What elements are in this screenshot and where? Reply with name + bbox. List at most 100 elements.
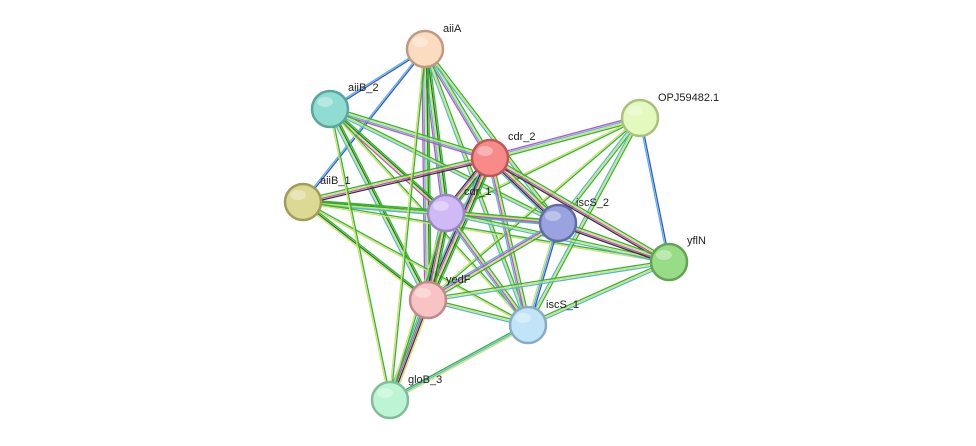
edge-line-green — [491, 156, 531, 326]
edge-yedF-yflN[interactable] — [427, 259, 670, 303]
node-label-OPJ59482.1: OPJ59482.1 — [658, 92, 719, 104]
edge-line-green — [428, 224, 560, 303]
edge-line-yellow — [328, 108, 390, 401]
node-highlight — [477, 146, 493, 156]
edge-aiiB_1-yflN[interactable] — [302, 200, 670, 264]
edge-iscS_1-gloB_3[interactable] — [388, 322, 530, 403]
edge-OPJ59482.1-yflN[interactable] — [638, 117, 671, 263]
node-yflN[interactable] — [649, 242, 689, 282]
node-cdr_1[interactable] — [426, 193, 466, 233]
node-circle[interactable] — [620, 98, 660, 138]
node-layer — [283, 29, 689, 420]
edge-OPJ59482.1-iscS_1[interactable] — [525, 116, 643, 327]
edge-line-yellow — [328, 108, 447, 215]
node-circle[interactable] — [470, 138, 510, 178]
edge-line-yellow — [445, 211, 530, 326]
node-circle[interactable] — [310, 89, 350, 129]
edge-line-green — [447, 210, 531, 325]
edge-line-darkgreen — [329, 107, 448, 214]
edge-line-magenta — [328, 110, 490, 161]
node-highlight — [515, 313, 531, 323]
node-OPJ59482.1[interactable] — [620, 98, 660, 138]
node-label-aiiB_1: aiiB_1 — [320, 175, 351, 187]
edge-iscS_2-yedF[interactable] — [426, 220, 560, 303]
edge-line-green — [558, 220, 671, 261]
edge-line-green — [301, 155, 491, 201]
node-highlight — [415, 288, 431, 298]
edge-line-yellow — [329, 107, 491, 158]
node-label-gloB_3: gloB_3 — [408, 374, 442, 386]
node-label-iscS_2: iscS_2 — [576, 197, 609, 209]
node-highlight — [656, 250, 672, 260]
edge-line-cyan — [423, 48, 490, 160]
node-circle[interactable] — [426, 193, 466, 233]
edge-aiiB_2-cdr_2[interactable] — [328, 106, 492, 161]
edge-line-yellow — [527, 117, 641, 326]
node-highlight — [627, 106, 643, 116]
edge-line-yellow — [302, 156, 491, 202]
edge-line-green — [331, 107, 431, 300]
node-circle[interactable] — [283, 182, 323, 222]
node-circle[interactable] — [508, 305, 548, 345]
node-highlight — [412, 37, 428, 47]
node-aiiB_1[interactable] — [283, 182, 323, 222]
node-label-iscS_1: iscS_1 — [546, 299, 579, 311]
edge-line-black — [488, 159, 669, 265]
edge-gloB_3-aiiB_2[interactable] — [328, 108, 392, 401]
node-iscS_1[interactable] — [508, 305, 548, 345]
node-circle[interactable] — [370, 380, 410, 420]
edge-gloB_3-aiiA[interactable] — [388, 48, 427, 401]
edge-aiiB_1-cdr_2[interactable] — [301, 155, 492, 205]
edge-line-cyan — [427, 262, 670, 303]
node-circle[interactable] — [649, 242, 689, 282]
node-gloB_3[interactable] — [370, 380, 410, 420]
node-aiiB_2[interactable] — [310, 89, 350, 129]
node-yedF[interactable] — [408, 280, 448, 320]
edge-line-green — [330, 108, 392, 401]
node-label-yflN: yflN — [687, 235, 706, 247]
edge-aiiB_1-iscS_1[interactable] — [301, 200, 530, 327]
node-label-aiiB_2: aiiB_2 — [348, 82, 379, 94]
edge-line-green — [489, 119, 642, 161]
edge-line-magenta — [426, 221, 559, 300]
edge-OPJ59482.1-yedF[interactable] — [426, 116, 642, 302]
node-highlight — [317, 97, 333, 107]
edge-cdr_1-iscS_1[interactable] — [443, 210, 531, 328]
edge-line-cyan — [426, 220, 558, 299]
edge-cdr_2-yflN[interactable] — [488, 155, 671, 265]
edge-cdr_2-iscS_1[interactable] — [487, 156, 531, 327]
node-circle[interactable] — [538, 203, 578, 243]
edge-aiiB_1-yedF[interactable] — [301, 200, 430, 302]
edge-line-yellow — [427, 261, 670, 301]
node-circle[interactable] — [405, 29, 445, 69]
node-highlight — [545, 211, 561, 221]
edge-layer — [301, 47, 671, 403]
edge-OPJ59482.1-cdr_2[interactable] — [488, 115, 642, 161]
edge-line-green — [302, 200, 670, 262]
edge-line-cyan — [528, 262, 671, 328]
edge-line-yellow — [489, 156, 671, 262]
edge-line-magenta — [302, 158, 491, 204]
edge-line-yellow — [424, 48, 559, 224]
edge-line-darkgreen — [425, 48, 449, 214]
edge-line-cyan — [328, 109, 558, 226]
node-cdr_2[interactable] — [470, 138, 510, 178]
edge-line-cyan — [638, 117, 669, 263]
edge-line-green — [330, 106, 560, 223]
edge-line-green — [330, 106, 449, 212]
edge-line-yellow — [527, 261, 670, 326]
edge-line-cyan — [423, 49, 558, 225]
node-circle[interactable] — [408, 280, 448, 320]
node-iscS_2[interactable] — [538, 203, 578, 243]
edge-line-darkgreen — [302, 201, 429, 301]
edge-line-cyan — [389, 324, 529, 401]
edge-aiiA-iscS_2[interactable] — [423, 47, 560, 225]
edge-line-yellow — [424, 48, 429, 301]
edge-line-green — [427, 117, 642, 302]
edge-line-green — [302, 200, 530, 325]
edge-iscS_1-yflN[interactable] — [526, 259, 671, 328]
node-aiiA[interactable] — [405, 29, 445, 69]
edge-line-yellow — [302, 202, 670, 264]
edge-iscS_2-yflN[interactable] — [556, 220, 671, 265]
